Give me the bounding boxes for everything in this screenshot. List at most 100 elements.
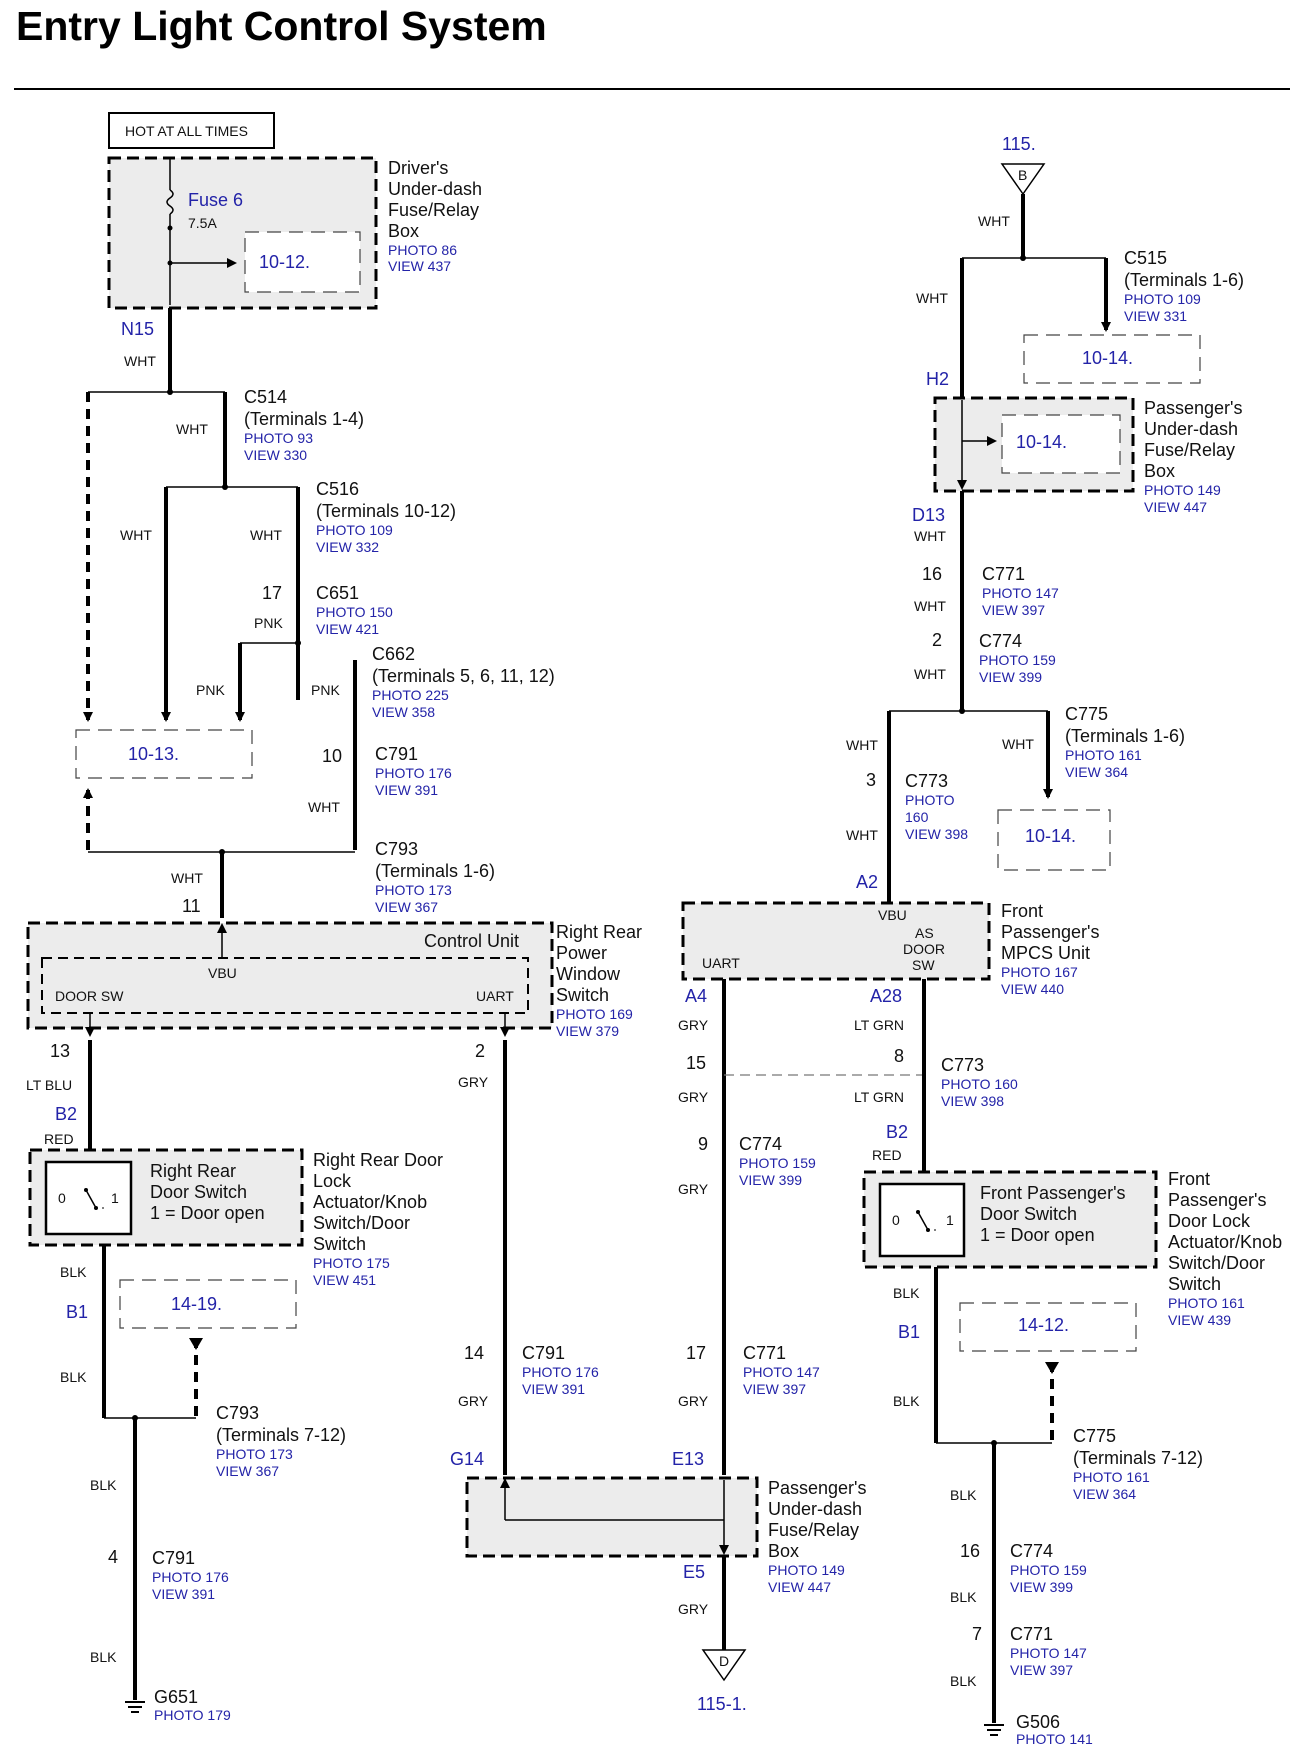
wire-color-blk-4: BLK xyxy=(90,1649,117,1665)
rr-door-inner-3: 1 = Door open xyxy=(150,1203,265,1223)
ref-10-14-box-a[interactable] xyxy=(1023,334,1201,384)
pbox-bottom-name-2: Under-dash xyxy=(768,1499,862,1519)
pin-b2-right: B2 xyxy=(886,1122,908,1142)
c773b-view: VIEW 398 xyxy=(941,1093,1004,1109)
rr-uart: UART xyxy=(476,988,514,1004)
c514-terminals: (Terminals 1-4) xyxy=(244,409,364,429)
c515-photo: PHOTO 109 xyxy=(1124,291,1201,307)
c773b-pin-a: 15 xyxy=(686,1053,706,1073)
mpcs-uart: UART xyxy=(702,955,740,971)
rr-pin-13: 13 xyxy=(50,1041,70,1061)
fp-door-photo: PHOTO 161 xyxy=(1168,1295,1245,1311)
mpcs-vbu: VBU xyxy=(878,907,907,923)
wire-color-wht-5: WHT xyxy=(308,799,340,815)
wire-color-pnk-2: PNK xyxy=(196,682,225,698)
rr-pin-2: 2 xyxy=(475,1041,485,1061)
ref-14-19-box[interactable] xyxy=(119,1279,297,1329)
pin-d13: D13 xyxy=(912,505,945,525)
c774a-photo: PHOTO 159 xyxy=(979,652,1056,668)
c791c-name: C791 xyxy=(522,1343,565,1363)
mpcs-door: DOOR xyxy=(903,941,945,957)
ref-14-12-box[interactable] xyxy=(959,1302,1137,1352)
c771a-name: C771 xyxy=(982,564,1025,584)
wire-color-gry: GRY xyxy=(458,1074,489,1090)
drivers-box-name-2: Under-dash xyxy=(388,179,482,199)
pin-e5: E5 xyxy=(683,1562,705,1582)
terminal-d-icon xyxy=(701,1649,747,1682)
c775a-name: C775 xyxy=(1065,704,1108,724)
fuse-6-label: Fuse 6 xyxy=(188,190,243,210)
passengers-fuse-relay-box-top[interactable] xyxy=(933,396,1135,493)
wire-color-wht-2: WHT xyxy=(176,421,208,437)
c771c-name: C771 xyxy=(1010,1624,1053,1644)
mpcs-name-1: Front xyxy=(1001,901,1043,921)
fp-switch-pos1: 1 xyxy=(946,1212,954,1228)
fp-door-inner-3: 1 = Door open xyxy=(980,1225,1095,1245)
wire-color-lt-grn: LT GRN xyxy=(854,1017,904,1033)
rr-door-view: VIEW 451 xyxy=(313,1272,376,1288)
c651-pin: 17 xyxy=(262,583,282,603)
c774a-view: VIEW 399 xyxy=(979,669,1042,685)
drivers-box-name-1: Driver's xyxy=(388,158,448,178)
c774c-name: C774 xyxy=(1010,1541,1053,1561)
c651-photo: PHOTO 150 xyxy=(316,604,393,620)
wire-color-wht-r8: WHT xyxy=(846,827,878,843)
wire-color-wht-6: WHT xyxy=(171,870,203,886)
ref-10-14-box-c[interactable] xyxy=(997,809,1111,871)
c514-photo: PHOTO 93 xyxy=(244,430,313,446)
pbox-bottom-view: VIEW 447 xyxy=(768,1579,831,1595)
c514-name: C514 xyxy=(244,387,287,407)
drivers-box-photo: PHOTO 86 xyxy=(388,242,457,258)
pbox-top-name-2: Under-dash xyxy=(1144,419,1238,439)
rr-switch-pos0: 0 xyxy=(58,1190,66,1206)
c793b-view: VIEW 367 xyxy=(216,1463,279,1479)
ref-10-13-box[interactable] xyxy=(75,729,253,779)
wire-color-wht-4: WHT xyxy=(250,527,282,543)
pbox-bottom-photo: PHOTO 149 xyxy=(768,1562,845,1578)
wire-color-wht-r7: WHT xyxy=(846,737,878,753)
terminal-b-label: B xyxy=(1018,167,1027,183)
wire-color-blk-r1: BLK xyxy=(893,1285,920,1301)
c774c-view: VIEW 399 xyxy=(1010,1579,1073,1595)
c775a-view: VIEW 364 xyxy=(1065,764,1128,780)
pbox-top-name-1: Passenger's xyxy=(1144,398,1243,418)
drivers-fuse-relay-box[interactable] xyxy=(107,156,378,310)
pin-e13: E13 xyxy=(672,1449,704,1469)
wire-color-blk-r2: BLK xyxy=(893,1393,920,1409)
g651-photo: PHOTO 179 xyxy=(154,1707,231,1723)
c775a-photo: PHOTO 161 xyxy=(1065,747,1142,763)
front-passengers-door-switch[interactable] xyxy=(862,1170,1158,1269)
g506-photo: PHOTO 141 xyxy=(1016,1731,1093,1747)
right-rear-door-switch[interactable] xyxy=(28,1148,304,1247)
ref-115-1[interactable]: 115-1. xyxy=(697,1694,747,1714)
pbox-top-view: VIEW 447 xyxy=(1144,499,1207,515)
c774c-photo: PHOTO 159 xyxy=(1010,1562,1087,1578)
c791c-view: VIEW 391 xyxy=(522,1381,585,1397)
wire-color-wht-r6: WHT xyxy=(1002,736,1034,752)
ref-115[interactable]: 115. xyxy=(1002,134,1036,154)
rr-switch-photo: PHOTO 169 xyxy=(556,1006,633,1022)
rr-switch-name-4: Switch xyxy=(556,985,609,1005)
c662-view: VIEW 358 xyxy=(372,704,435,720)
c791b-view: VIEW 391 xyxy=(152,1586,215,1602)
c771a-pin: 16 xyxy=(922,564,942,584)
c651-view: VIEW 421 xyxy=(316,621,379,637)
wire-color-pnk: PNK xyxy=(254,615,283,631)
wire-color-pnk-3: PNK xyxy=(311,682,340,698)
fp-door-view: VIEW 439 xyxy=(1168,1312,1231,1328)
right-rear-power-window-switch[interactable] xyxy=(26,921,554,1037)
pbox-top-name-3: Fuse/Relay xyxy=(1144,440,1235,460)
c515-view: VIEW 331 xyxy=(1124,308,1187,324)
rr-door-name-1: Right Rear Door xyxy=(313,1150,443,1170)
c775b-view: VIEW 364 xyxy=(1073,1486,1136,1502)
c775b-terminals: (Terminals 7-12) xyxy=(1073,1448,1203,1468)
wire-color-wht-r1: WHT xyxy=(978,213,1010,229)
rr-vbu: VBU xyxy=(208,965,237,981)
front-passengers-mpcs-unit[interactable] xyxy=(681,901,991,981)
passengers-fuse-relay-box-bottom[interactable] xyxy=(465,1476,759,1558)
wire-color-wht-r5: WHT xyxy=(914,666,946,682)
c515-terminals: (Terminals 1-6) xyxy=(1124,270,1244,290)
c791a-view: VIEW 391 xyxy=(375,782,438,798)
wire-color-blk-2: BLK xyxy=(60,1369,87,1385)
